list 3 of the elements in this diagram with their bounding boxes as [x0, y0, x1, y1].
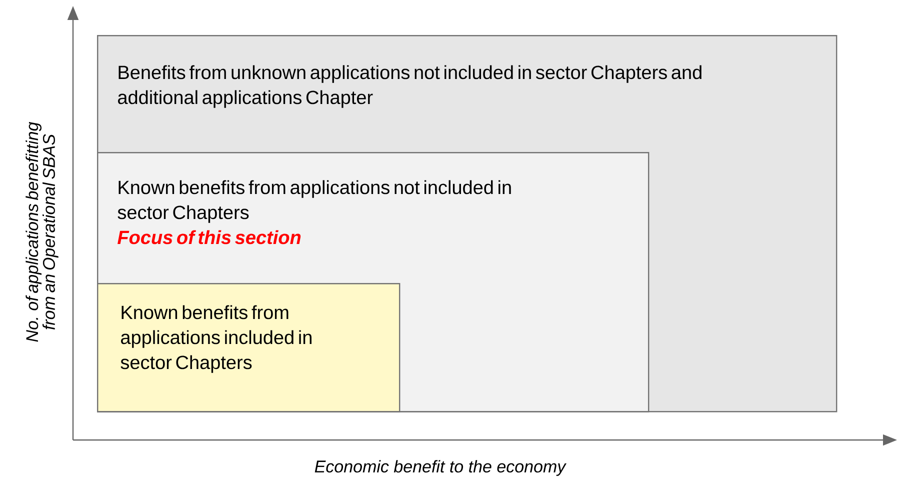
- axis-label: No. of applications benefitting from an Operational SBAS: [26, 122, 58, 342]
- box: Known benefits from applications included in sector Chapters: [97, 283, 400, 412]
- axis-label: Economic benefit to the economy: [314, 460, 566, 476]
